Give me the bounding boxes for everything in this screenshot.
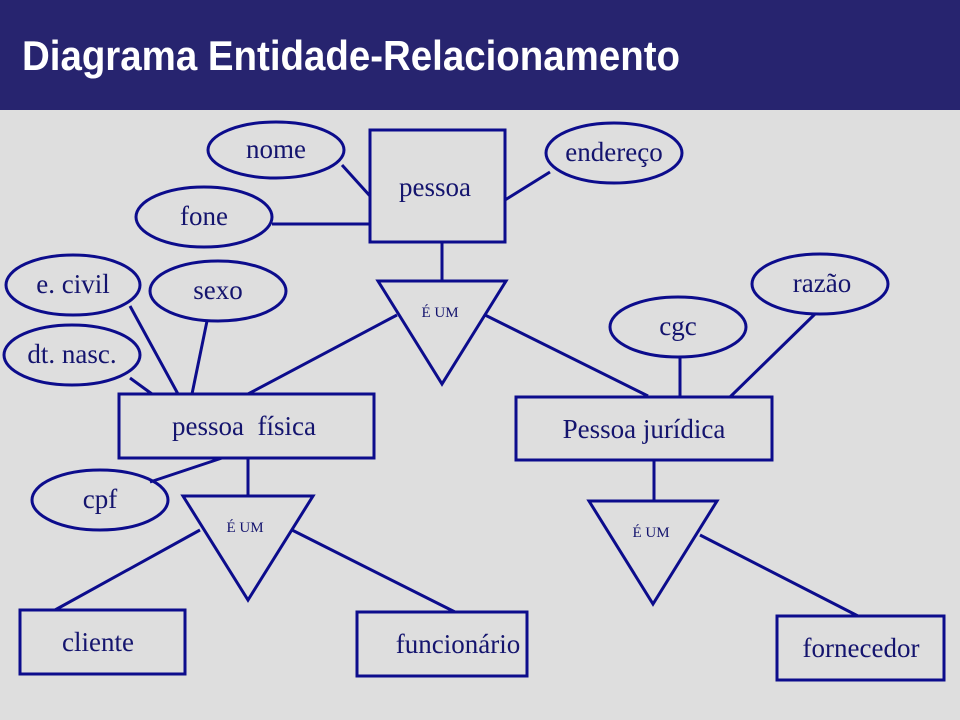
attribute-label: dt. nasc. (27, 339, 116, 369)
page-title: Diagrama Entidade-Relacionamento (22, 32, 680, 79)
isa-label: É UM (632, 524, 669, 541)
isa-pessoa-fisica: É UM (180, 494, 316, 603)
entity-pessoa-juridica: Pessoa jurídica (514, 395, 774, 462)
isa-pessoa-juridica: É UM (586, 499, 720, 607)
attribute-label: nome (246, 134, 306, 164)
connectors (54, 163, 859, 618)
attribute-dt-nasc: dt. nasc. (2, 323, 142, 387)
isa-pessoa: É UM (375, 279, 509, 387)
attribute-fone: fone (134, 185, 274, 249)
attribute-label: sexo (193, 275, 243, 305)
attribute-cpf: cpf (30, 468, 170, 532)
attribute-label: cgc (659, 311, 696, 341)
attribute-label: fone (180, 201, 228, 231)
entity-label: pessoa (399, 172, 471, 202)
attribute-estado-civil: e. civil (4, 253, 142, 317)
attribute-label: razão (793, 268, 851, 298)
attribute-endereco: endereço (544, 121, 684, 185)
isa-label: É UM (421, 304, 458, 321)
entity-pessoa-fisica: pessoa física (117, 392, 376, 460)
attribute-label: e. civil (36, 269, 109, 299)
entity-label: pessoa física (172, 411, 316, 441)
entity-label: cliente (62, 627, 134, 657)
entity-pessoa: pessoa (368, 128, 507, 244)
entity-fornecedor: fornecedor (775, 614, 946, 682)
attribute-label: cpf (83, 484, 117, 514)
attribute-nome: nome (206, 120, 346, 180)
attribute-razao: razão (750, 252, 890, 316)
attribute-sexo: sexo (148, 259, 288, 323)
entity-label: fornecedor (803, 633, 920, 663)
entity-cliente: cliente (18, 608, 187, 676)
entity-label: Pessoa jurídica (563, 414, 726, 444)
isa-label: É UM (226, 519, 263, 536)
attribute-cgc: cgc (608, 295, 748, 359)
attribute-label: endereço (565, 137, 662, 167)
entity-funcionario: funcionário (355, 610, 529, 678)
title-bar (0, 0, 960, 110)
entity-label: funcionário (396, 629, 520, 659)
